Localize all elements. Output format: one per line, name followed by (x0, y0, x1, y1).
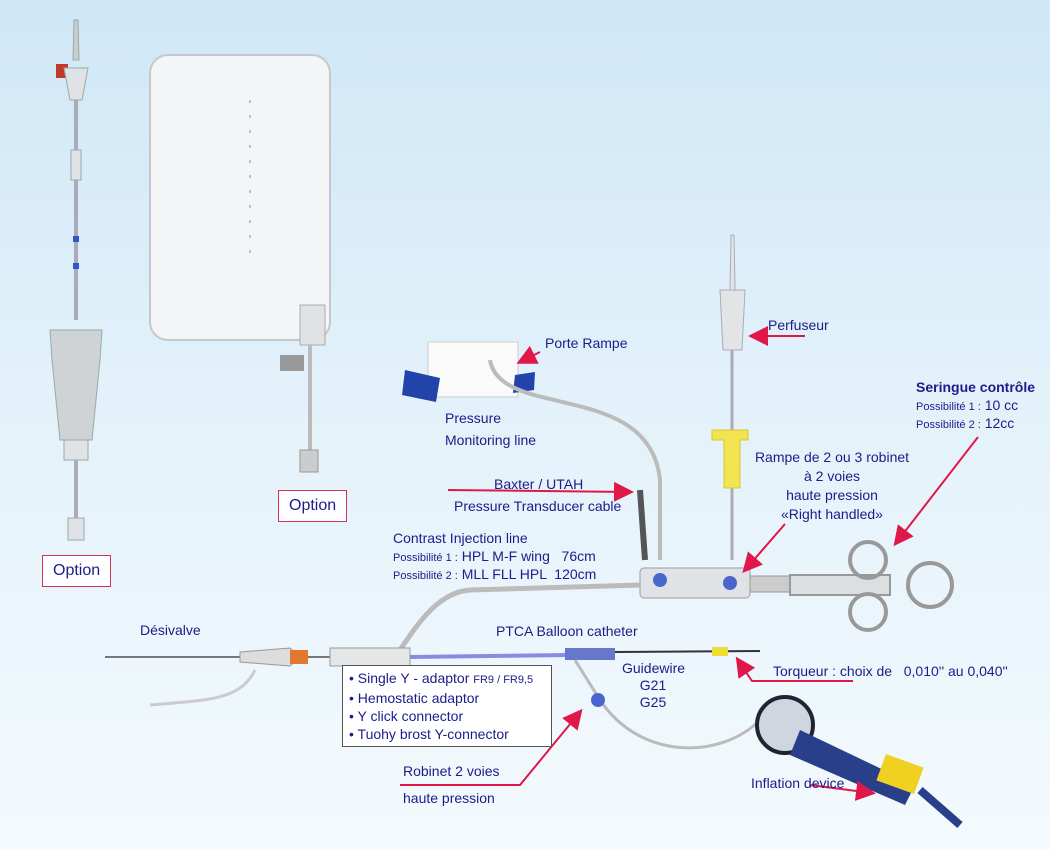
seringue-p2-label: Possibilité 2 : (916, 419, 981, 431)
robinet-label-2: haute pression (403, 790, 495, 806)
rampe-label-1: Rampe de 2 ou 3 robinet (754, 449, 910, 465)
seringue-p1-label: Possibilité 1 : (916, 401, 981, 413)
ptca-label: PTCA Balloon catheter (496, 623, 638, 639)
rampe-label-2: à 2 voies (803, 468, 861, 484)
seringue-p1-value: 10 cc (984, 397, 1019, 413)
pressure-line-label-2: Monitoring line (445, 432, 537, 448)
desivalve-label: Désivalve (140, 622, 201, 638)
contrast-title: Contrast Injection line (393, 530, 528, 546)
contrast-p2-label: Possibilité 2 : (393, 570, 458, 582)
guidewire-g21: G21 (639, 677, 667, 693)
contrast-p1-label: Possibilité 1 : (393, 552, 458, 564)
porte-rampe-label: Porte Rampe (545, 335, 628, 351)
perfuseur-label: Perfuseur (768, 317, 829, 333)
callout-arrows (400, 326, 979, 801)
guidewire-g25: G25 (639, 694, 667, 710)
adaptor-item: • Tuohy brost Y-connector (349, 726, 509, 742)
perfuseur-device (711, 234, 749, 560)
seringue-title: Seringue contrôle (916, 379, 1036, 395)
robinet-label-1: Robinet 2 voies (403, 763, 500, 779)
manifold (397, 567, 791, 652)
pressure-line-label-1: Pressure (445, 410, 502, 426)
seringue-p2-value: 12cc (984, 415, 1015, 431)
inflation-device (755, 695, 963, 829)
catheter-line (105, 647, 762, 750)
transfer-set-left (49, 19, 103, 541)
adaptor-list-box: • Single Y - adaptor FR9 / FR9,5 • Hemos… (342, 665, 552, 747)
control-syringe (789, 540, 954, 632)
option-left-label: Option (42, 555, 112, 587)
rampe-label-4: «Right handled» (781, 506, 883, 522)
baxter-label-1: Baxter / UTAH (494, 476, 584, 492)
adaptor-item: • Hemostatic adaptor (349, 690, 480, 706)
adaptor-item: • Single Y - adaptor FR9 / FR9,5 (349, 670, 534, 686)
adaptor-item: • Y click connector (349, 708, 464, 724)
option-bag-label: Option (278, 490, 348, 522)
guidewire-label: Guidewire (622, 660, 686, 676)
contrast-p1-value: HPL M-F wing 76cm (461, 548, 596, 564)
inflation-label: Inflation device (751, 775, 845, 791)
torqueur-label: Torqueur : choix de 0,010'' au 0,040'' (773, 663, 1008, 679)
baxter-label-2: Pressure Transducer cable (454, 498, 622, 514)
fluid-bag (149, 54, 331, 473)
rampe-label-3: haute pression (786, 487, 878, 503)
porte-rampe-device (402, 341, 662, 561)
contrast-p2-value: MLL FLL HPL 120cm (461, 566, 597, 582)
